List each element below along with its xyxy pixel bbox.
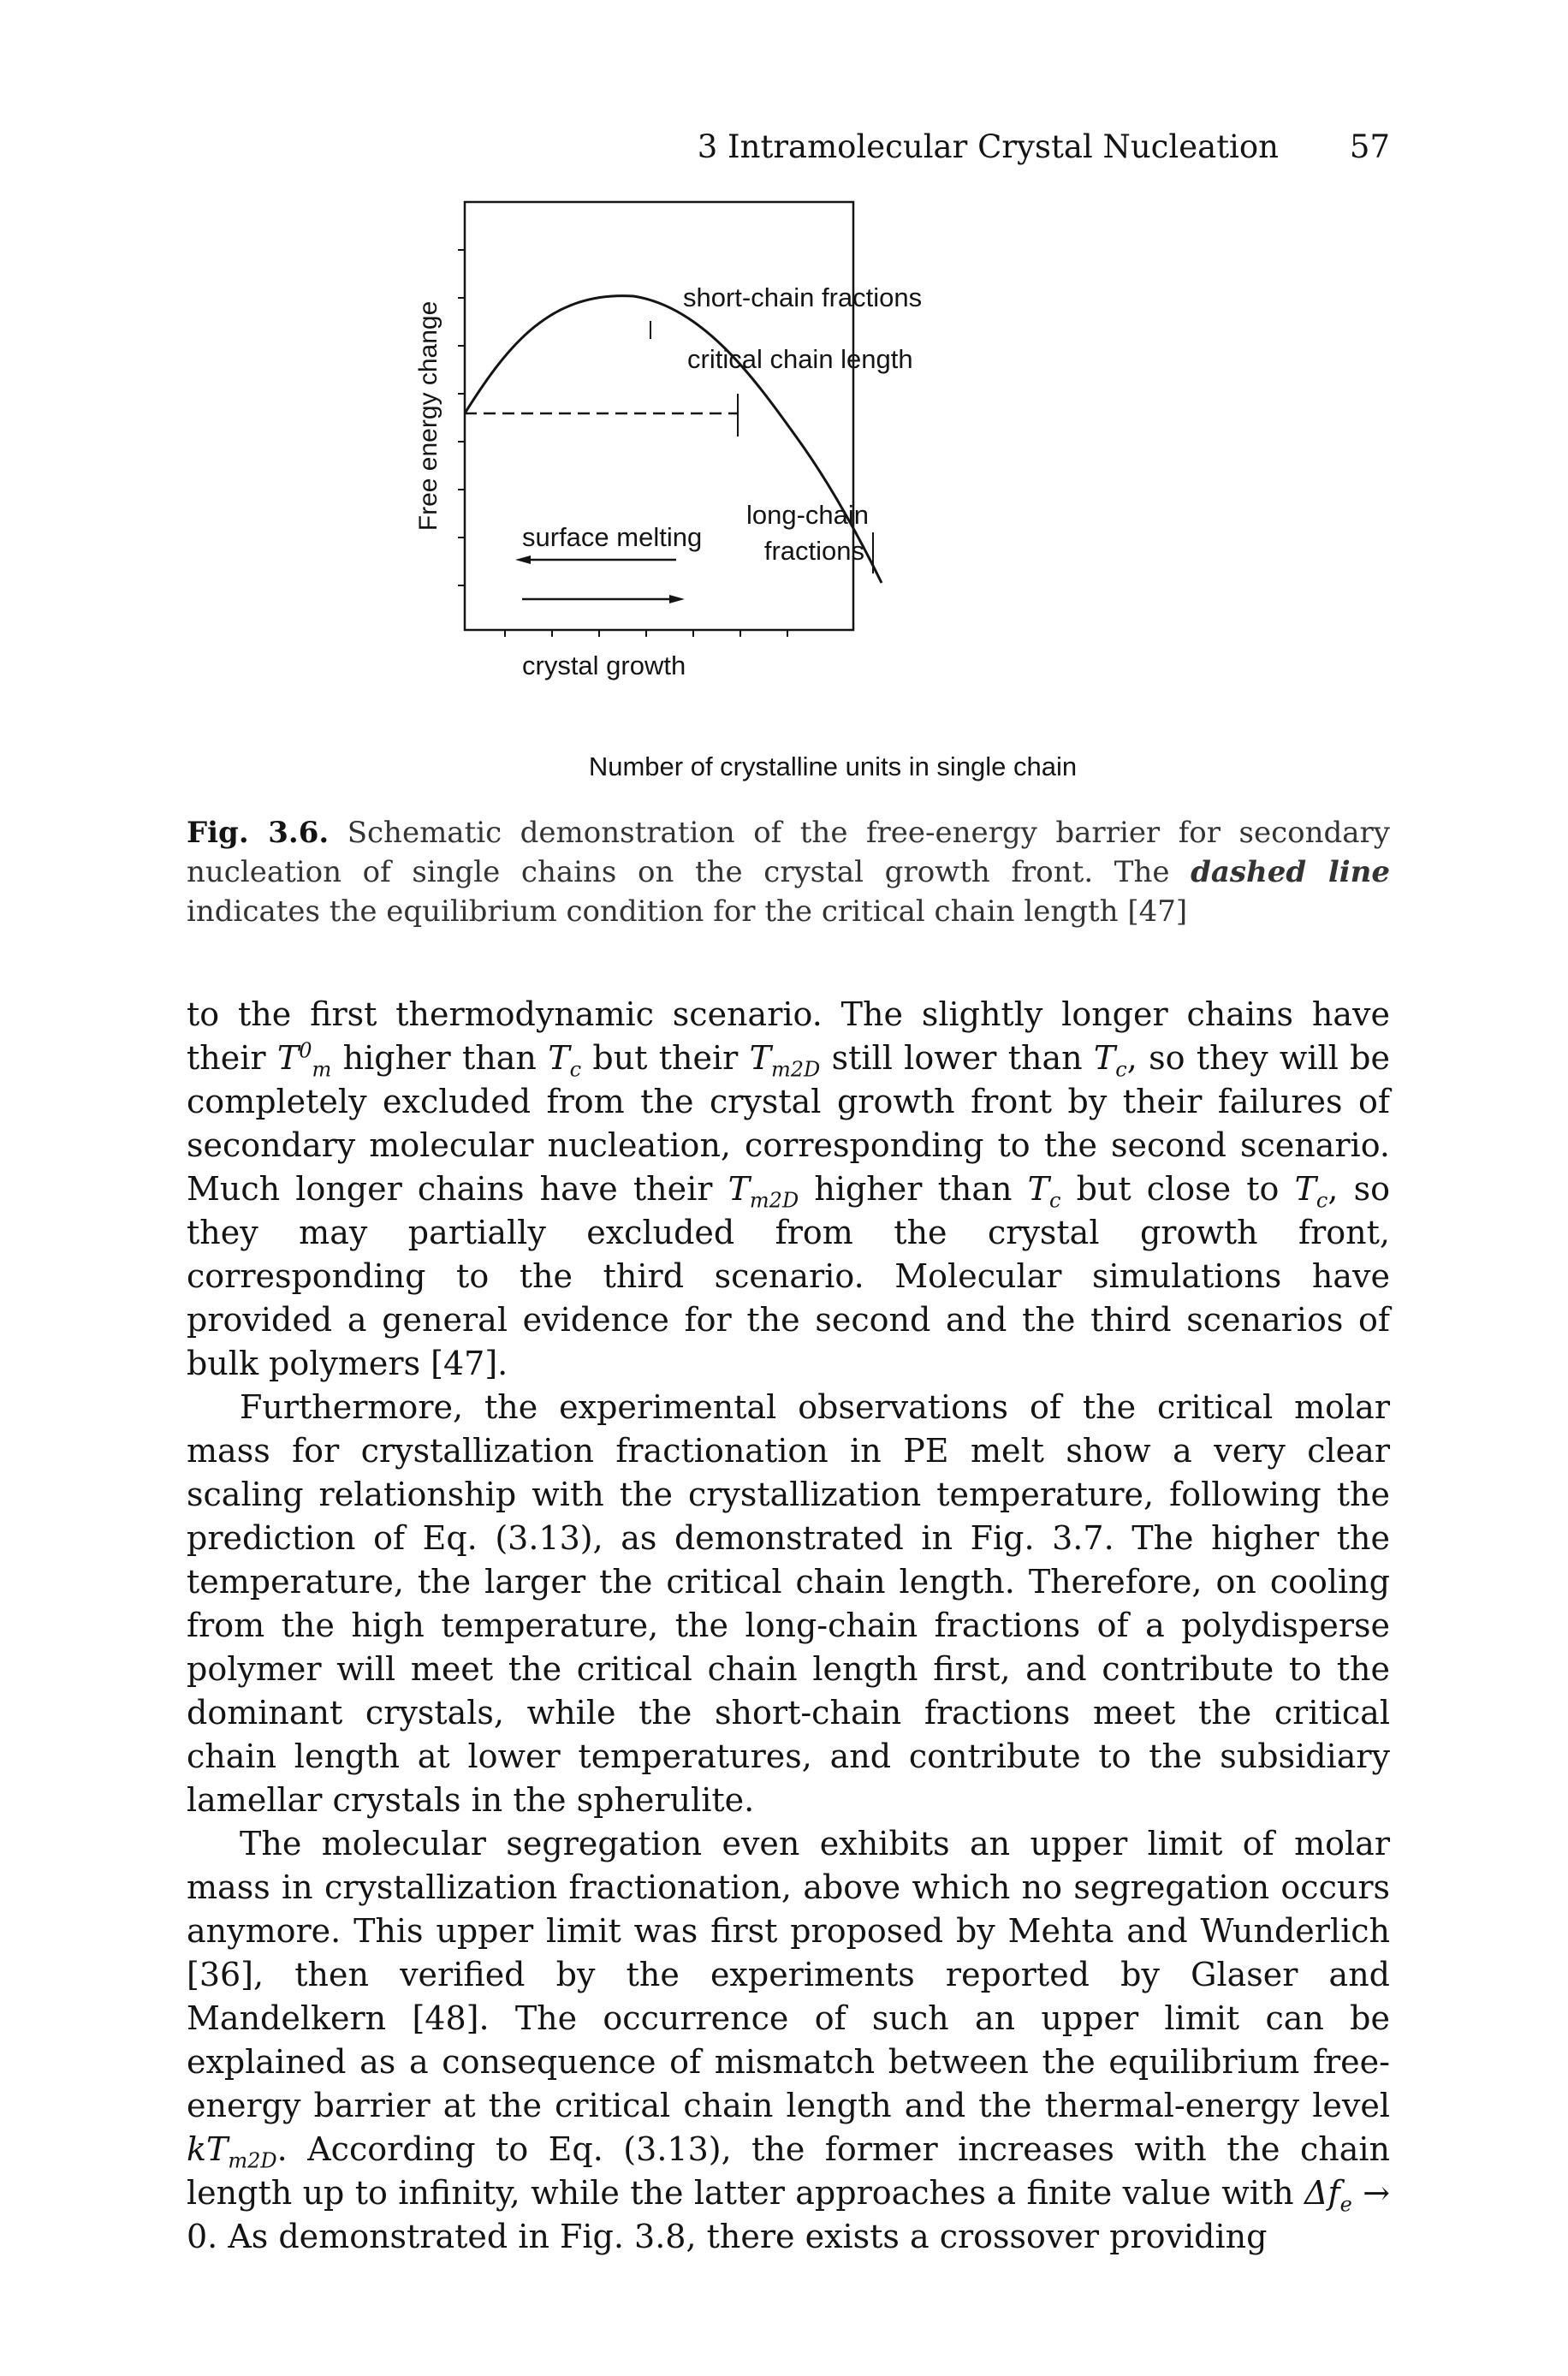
running-title: 3 Intramolecular Crystal Nucleation (697, 128, 1279, 165)
caption-text-2: indicates the equilibrium condition for … (187, 894, 1188, 929)
surface-melting-arrowhead (515, 555, 531, 564)
free-energy-diagram: short-chain fractions critical chain len… (414, 200, 1077, 781)
critical-length-label: critical chain length (687, 344, 913, 374)
paragraph-2: Furthermore, the experimental observatio… (187, 1388, 1390, 1819)
math-Tc-4: Tc (1294, 1170, 1328, 1213)
math-Tm0: T0m (276, 1038, 332, 1082)
y-axis-label: Free energy change (414, 301, 442, 532)
figure-caption: Fig. 3.6. Schematic demonstration of the… (187, 813, 1390, 931)
body-text: to the first thermodynamic scenario. The… (187, 993, 1390, 2259)
plot-frame (463, 200, 855, 632)
long-chain-label-1: long-chain (746, 500, 869, 530)
p3-text-a: The molecular segregation even exhibits … (187, 1825, 1390, 2124)
math-Tc-2: Tc (1093, 1039, 1127, 1082)
x-axis-ticks (504, 630, 788, 637)
crystal-growth-label: crystal growth (522, 650, 686, 680)
math-Tc-3: Tc (1027, 1170, 1061, 1213)
p3-text-b: . According to Eq. (3.13), the former in… (187, 2130, 1390, 2212)
p1-text-b: higher than (331, 1039, 549, 1077)
paragraph-1: to the first thermodynamic scenario. The… (187, 993, 1390, 1386)
p1-text-g: but close to (1060, 1170, 1295, 1208)
math-delta-fe: Δfe (1304, 2174, 1352, 2217)
math-kTm2D: kTm2D (187, 2130, 277, 2173)
caption-emphasis: dashed line (1191, 855, 1391, 889)
long-chain-label-2: fractions (764, 536, 864, 566)
paragraph-3: The molecular segregation even exhibits … (187, 1822, 1390, 2259)
x-axis-label: Number of crystalline units in single ch… (589, 751, 1077, 781)
figure-3-6: short-chain fractions critical chain len… (368, 188, 1224, 813)
p1-text-h: , so they may partially excluded from th… (187, 1170, 1390, 1382)
free-energy-curve (463, 294, 883, 584)
caption-label: Fig. 3.6. (187, 816, 330, 850)
page-header: 3 Intramolecular Crystal Nucleation 57 (187, 128, 1390, 180)
surface-melting-label: surface melting (522, 522, 702, 552)
math-Tm2D-1: Tm2D (749, 1039, 821, 1082)
p1-text-a: to the first thermodynamic scenario. The… (187, 995, 1390, 1077)
page-number: 57 (1349, 128, 1390, 165)
p1-text-c: but their (581, 1039, 750, 1077)
math-Tm2D-2: Tm2D (728, 1170, 799, 1213)
p1-text-f: higher than (799, 1170, 1028, 1208)
short-chain-label: short-chain fractions (683, 282, 922, 312)
caption-text-1: Schematic demonstration of the free-ener… (187, 816, 1390, 889)
y-axis-ticks (458, 249, 465, 586)
p1-text-e: , so they will be completely excluded fr… (187, 1039, 1390, 1208)
p3-text-c: → 0. As demonstrated in Fig. 3.8, there … (187, 2174, 1390, 2255)
math-Tc-1: Tc (548, 1039, 582, 1082)
p1-text-d: still lower than (820, 1039, 1094, 1077)
crystal-growth-arrowhead (669, 595, 685, 603)
